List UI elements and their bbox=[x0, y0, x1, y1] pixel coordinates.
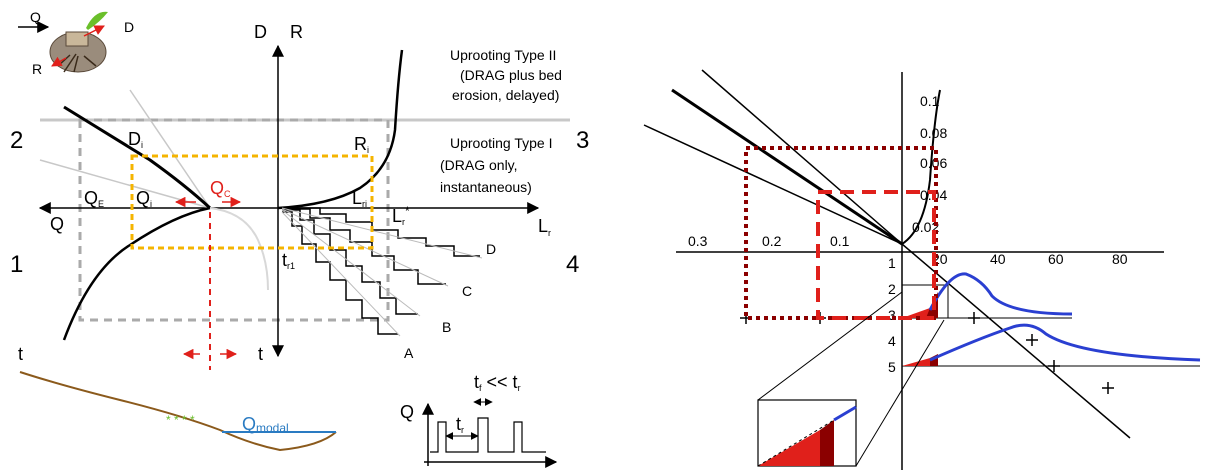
label-qe: QE bbox=[84, 188, 104, 209]
tf-label: tf << tr bbox=[474, 372, 521, 393]
right-diag-line bbox=[901, 243, 1131, 439]
down-tick-5: 5 bbox=[888, 359, 896, 375]
pdf1-fill bbox=[902, 308, 930, 318]
svg-text:(DRAG plus bed: (DRAG plus bed bbox=[460, 67, 562, 83]
channel-t-label: t bbox=[18, 344, 23, 364]
svg-text:Uprooting Type II: Uprooting Type II bbox=[450, 47, 556, 63]
channel-section: t * * * * Qmodal bbox=[18, 344, 337, 452]
quadrant-2: 2 bbox=[10, 127, 23, 154]
tr-label: tr bbox=[456, 414, 464, 435]
right-line-low bbox=[643, 124, 903, 245]
plant-flow-label: Q bbox=[30, 9, 41, 25]
y-tick-0.08: 0.08 bbox=[920, 125, 947, 141]
label-qc: QC bbox=[210, 178, 231, 199]
inset-fill bbox=[758, 430, 820, 466]
axis-label-lr: Lr bbox=[538, 216, 551, 238]
pdf2-fill bbox=[902, 358, 930, 366]
yellow-highlight-box bbox=[130, 154, 374, 250]
inset-dashed bbox=[757, 419, 835, 467]
inset-curve bbox=[833, 405, 857, 422]
svg-text:* * * *: * * * * bbox=[166, 413, 195, 427]
label-tri: tr1 bbox=[282, 250, 295, 271]
drag-curve bbox=[63, 105, 212, 210]
staircase-b bbox=[282, 209, 418, 315]
x-tick-0.2: 0.2 bbox=[762, 233, 782, 249]
staircase-label-d: D bbox=[486, 241, 496, 257]
label-lrstar: Lr* bbox=[392, 204, 410, 227]
label-ri: Ri bbox=[354, 134, 369, 155]
svg-text:(DRAG only,: (DRAG only, bbox=[440, 157, 518, 173]
staircase-guides bbox=[281, 207, 483, 337]
uprooting-type1-text: Uprooting Type I (DRAG only, instantaneo… bbox=[440, 135, 552, 195]
inset-fill-dark bbox=[820, 420, 834, 466]
discharge-time-curve-ext bbox=[209, 207, 269, 291]
staircase-label-a: A bbox=[404, 345, 414, 361]
plus-markers bbox=[740, 312, 1114, 394]
right-line-bold bbox=[671, 88, 903, 246]
gray-dashed-box bbox=[78, 118, 390, 322]
quadrant-1: 1 bbox=[10, 251, 23, 278]
quadrant-3: 3 bbox=[576, 127, 589, 154]
uprooting-type2-text: Uprooting Type II (DRAG plus bed erosion… bbox=[450, 47, 562, 103]
staircase-a bbox=[282, 211, 398, 335]
left-panel: Q D R D R Q Lr t 2 3 1 4 bbox=[10, 9, 589, 468]
pdf1-curve bbox=[928, 272, 1073, 316]
staircase-label-b: B bbox=[442, 319, 451, 335]
right-line-high bbox=[701, 69, 903, 245]
right-resistance-curve bbox=[901, 89, 941, 245]
staircase-label-c: C bbox=[462, 283, 472, 299]
hydrograph: Q tr tf << tr bbox=[400, 372, 558, 468]
x-tick-0.3: 0.3 bbox=[688, 233, 708, 249]
staircase-d bbox=[282, 207, 480, 257]
axis-label-r: R bbox=[290, 22, 303, 42]
zoom-line-2 bbox=[855, 319, 945, 467]
svg-text:erosion, delayed): erosion, delayed) bbox=[452, 87, 559, 103]
right-panel: 0.1 0.08 0.06 0.04 0.02 0.3 0.2 0.1 20 4… bbox=[643, 69, 1201, 470]
axis-label-d: D bbox=[254, 22, 267, 42]
down-tick-3: 3 bbox=[888, 307, 896, 323]
x-tick-40: 40 bbox=[990, 251, 1006, 267]
gray-line-lower bbox=[39, 159, 211, 209]
label-qmodal: Qmodal bbox=[242, 414, 289, 435]
axis-label-t: t bbox=[258, 344, 263, 364]
label-qi: Qi bbox=[136, 188, 152, 209]
x-tick-0.1: 0.1 bbox=[830, 233, 850, 249]
y-tick-0.1: 0.1 bbox=[920, 93, 940, 109]
hydrograph-q-label: Q bbox=[400, 402, 414, 422]
channel-bed bbox=[19, 371, 337, 452]
down-tick-4: 4 bbox=[888, 333, 896, 349]
zoom-line-1 bbox=[757, 291, 903, 401]
hydrograph-pulses bbox=[430, 417, 546, 453]
discharge-time-curve bbox=[62, 206, 211, 341]
svg-text:Uprooting Type I: Uprooting Type I bbox=[450, 135, 552, 151]
pdf2-curve bbox=[929, 323, 1201, 362]
down-tick-1: 1 bbox=[888, 255, 896, 271]
vegetation-icon: * * * * bbox=[166, 413, 195, 427]
axis-label-q: Q bbox=[50, 214, 64, 234]
plant-drag-label: D bbox=[124, 19, 134, 35]
plant-root-icon: Q D R bbox=[18, 9, 134, 77]
y-tick-0.06: 0.06 bbox=[920, 155, 947, 171]
staircase-curves bbox=[282, 207, 480, 335]
gray-line-upper bbox=[129, 89, 211, 209]
down-tick-2: 2 bbox=[888, 281, 896, 297]
x-tick-60: 60 bbox=[1048, 251, 1064, 267]
quadrant-4: 4 bbox=[566, 251, 579, 278]
x-tick-80: 80 bbox=[1112, 251, 1128, 267]
label-lri: Lri bbox=[352, 188, 367, 209]
label-di: Di bbox=[128, 129, 143, 150]
dashed-box bbox=[816, 190, 936, 320]
plant-resistance-label: R bbox=[32, 61, 42, 77]
resistance-curve bbox=[277, 49, 404, 210]
svg-text:instantaneous): instantaneous) bbox=[440, 179, 532, 195]
